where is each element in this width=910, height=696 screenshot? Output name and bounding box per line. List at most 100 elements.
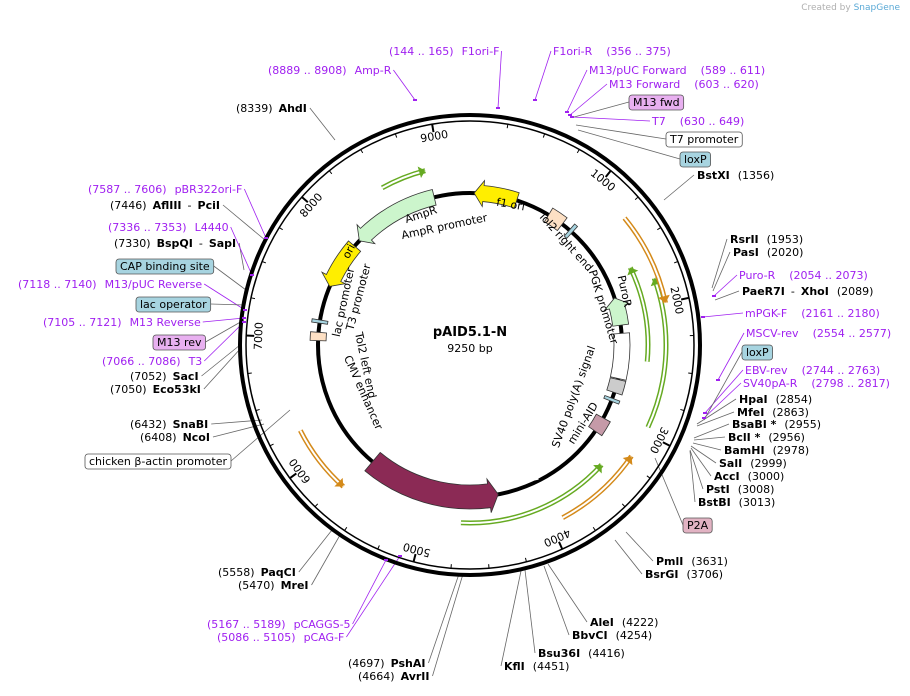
- primer-t3: T3: [188, 355, 203, 368]
- enzyme-pos-mfei: (2863): [772, 406, 809, 419]
- enzyme-pos-paer7i: (2089): [837, 285, 874, 298]
- primer-pos-m13-fwd: (603 .. 620): [694, 78, 759, 91]
- primer-m13-puc-fwd: M13/pUC Forward: [589, 64, 687, 77]
- primer-pos-sv40pa-r: (2798 .. 2817): [811, 377, 890, 390]
- orf-5-head: [622, 456, 633, 466]
- orf-2-head: [627, 267, 639, 276]
- primer-l4440: L4440: [195, 221, 229, 234]
- enzyme-sali: SalI: [719, 457, 742, 470]
- leader-bstxi: [663, 174, 695, 201]
- primer-m13-puc-rev: M13/pUC Reverse: [105, 278, 203, 291]
- tick-label-7000: 7000: [252, 322, 266, 351]
- enzyme-pos-avrii: (4664): [358, 670, 395, 683]
- primer-mark-mscv-rev: [716, 379, 720, 381]
- leader-paer7i: [714, 290, 740, 301]
- tick-5000: [412, 553, 417, 563]
- minor-tick: [269, 443, 274, 447]
- primer-pos-f1ori-f: (144 .. 165): [389, 45, 454, 58]
- tick-6000: [289, 472, 297, 480]
- primer-leader-m13-puc-fwd: [566, 69, 588, 113]
- primer-mark-t7: [570, 116, 574, 118]
- minor-tick: [328, 170, 333, 175]
- sv40-box: [606, 377, 627, 396]
- minor-tick: [657, 227, 662, 231]
- tick-8000: [301, 196, 309, 204]
- minor-tick: [592, 526, 596, 531]
- enzyme-kfli: KflI: [504, 660, 525, 673]
- tick-3000: [662, 441, 671, 447]
- tick-label-8000: 8000: [297, 190, 325, 220]
- minor-tick: [688, 372, 693, 374]
- primer-mark-m13-fwd: [568, 114, 572, 116]
- m13-fwd-box-leader: [573, 101, 630, 118]
- orf-1-head: [417, 166, 426, 179]
- enzyme-pos-ahdi: (8339): [236, 102, 273, 115]
- p2a-box: [682, 517, 713, 534]
- ori-label: ori: [340, 242, 358, 261]
- minor-tick: [394, 133, 398, 138]
- enzyme-pos-ncoi: (6408): [140, 431, 177, 444]
- enzyme-bstxi: BstXI: [697, 169, 730, 182]
- leader-rsrii: [711, 238, 728, 289]
- primer-leader-mpgk-f: [702, 312, 744, 318]
- enzyme-mfei: MfeI: [737, 406, 764, 419]
- leader-bsu36i: [524, 569, 536, 654]
- minor-tick: [377, 545, 380, 550]
- loxp-box-1-leader: [577, 129, 681, 160]
- enzyme-pos-bsu36i: (4416): [588, 647, 625, 660]
- tick-label-6000: 6000: [286, 456, 313, 486]
- leader-eco53ki: [203, 347, 242, 390]
- enzyme-pos-bstxi: (1356): [738, 169, 775, 182]
- tick-label-5000: 5000: [402, 540, 432, 560]
- primer-mark-f1ori-r: [533, 99, 537, 101]
- minor-tick: [621, 503, 626, 508]
- primer-ebv-rev: EBV-rev: [745, 364, 788, 377]
- orf-3-head: [650, 278, 663, 287]
- enzyme-pos-sali: (2999): [750, 457, 787, 470]
- m13-fwd-box: [628, 94, 685, 111]
- enzyme-pos-rsrii: (1953): [767, 233, 804, 246]
- primer-leader-amp-r: [393, 69, 416, 101]
- enzyme-pos-mrei: (5470): [238, 579, 275, 592]
- enzyme-bbvci: BbvCI: [572, 629, 608, 642]
- m13-fwd-box-label: M13 fwd: [633, 96, 680, 109]
- primer-pos-pbr322ori-f: (7587 .. 7606): [88, 183, 167, 196]
- leader-bsrgi: [614, 539, 643, 575]
- snapgene-logo: SnapGene: [853, 3, 900, 13]
- tick-4000: [558, 541, 564, 550]
- enzyme-extra-paer7i: XhoI: [801, 285, 829, 298]
- tick-label-1000: 1000: [588, 167, 618, 195]
- m13-rev-box-leader: [205, 319, 245, 343]
- primer-leader-puro-r: [713, 274, 738, 297]
- chicken-box-label: chicken β-actin promoter: [89, 455, 227, 468]
- leader-saci: [201, 344, 241, 377]
- enzyme-pos-bbvci: (4254): [616, 629, 653, 642]
- enzyme-bsrgi: BsrGI: [645, 568, 678, 581]
- primer-mark-t3: [242, 321, 246, 323]
- enzyme-pos-bstbi: (3013): [739, 496, 776, 509]
- primer-mark-ebv-rev: [703, 412, 707, 414]
- leader-mrei: [311, 534, 341, 586]
- leader-ahdi: [309, 107, 336, 141]
- enzyme-afliii: AflIII: [153, 199, 182, 212]
- minor-tick: [680, 408, 685, 412]
- loxp-feature-2: [603, 394, 621, 405]
- primer-pcag-f: pCAG-F: [304, 631, 345, 644]
- primer-pos-m13-puc-rev: (7118 .. 7140): [18, 278, 97, 291]
- primer-leader-t7: [571, 116, 651, 122]
- inner-ring: [245, 120, 695, 570]
- leader-bstbi: [689, 450, 696, 503]
- primer-leader-ebv-rev: [704, 369, 744, 414]
- primer-mark-m13-puc-rev: [243, 309, 247, 311]
- primer-pos-mscv-rev: (2554 .. 2577): [813, 327, 892, 340]
- enzyme-bstbi: BstBI: [698, 496, 731, 509]
- enzyme-pos-pmli: (3631): [691, 555, 728, 568]
- primer-mark-mpgk-f: [701, 316, 705, 318]
- primer-mark-amp-r: [413, 99, 417, 101]
- enzyme-psti: PstI: [706, 483, 730, 496]
- loxp-box-1-label: loxP: [684, 153, 707, 166]
- leader-avrii: [432, 573, 464, 677]
- leader-lines: [201, 50, 745, 677]
- lac-op-feature: [311, 318, 329, 325]
- loxp-box-2-label: loxP: [746, 346, 769, 359]
